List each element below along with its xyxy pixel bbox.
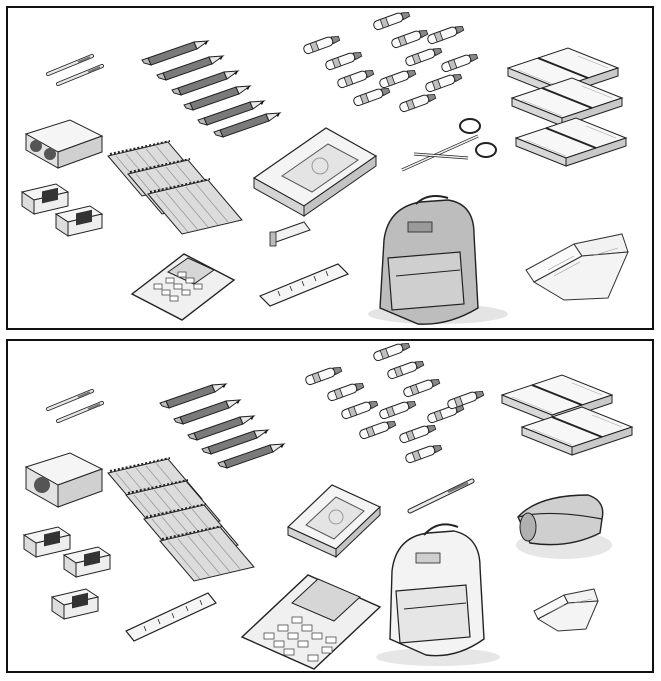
erasers-pair-icon[interactable] — [21, 183, 103, 237]
pens-pair-icon[interactable] — [46, 389, 104, 423]
book-icon[interactable] — [252, 127, 378, 217]
top-picture-panel[interactable] — [6, 6, 654, 330]
graph-paper-pads-icon[interactable] — [107, 457, 255, 582]
top-scene — [21, 9, 629, 325]
graph-paper-pads-icon[interactable] — [107, 140, 243, 235]
pen-icon[interactable] — [407, 478, 475, 514]
pencil-sharpener-icon[interactable] — [24, 119, 104, 169]
open-notebook-icon[interactable] — [533, 588, 599, 632]
bottom-scene — [23, 341, 633, 670]
calculator-icon[interactable] — [240, 574, 382, 670]
pencil-sharpener-icon[interactable] — [24, 452, 104, 508]
spiral-notebooks-stack-icon[interactable] — [507, 47, 627, 167]
backpack-icon[interactable] — [368, 195, 508, 325]
backpack-icon[interactable] — [376, 523, 500, 666]
markers-group-icon[interactable] — [302, 9, 479, 114]
pens-pair-icon[interactable] — [46, 54, 104, 86]
ruler-icon[interactable] — [258, 263, 350, 307]
open-notebook-icon[interactable] — [525, 233, 629, 301]
spiral-notebooks-stack-icon[interactable] — [501, 374, 633, 456]
ruler-icon[interactable] — [125, 592, 217, 642]
book-icon[interactable] — [286, 484, 382, 559]
pencils-group-icon[interactable] — [159, 383, 285, 469]
pencil-case-icon[interactable] — [516, 494, 612, 559]
bottom-picture-panel[interactable] — [6, 339, 654, 673]
erasers-group-icon[interactable] — [23, 526, 111, 620]
scissors-icon[interactable] — [401, 118, 497, 172]
markers-group-icon[interactable] — [304, 341, 485, 465]
pencils-group-icon[interactable] — [141, 40, 281, 138]
usb-drive-icon[interactable] — [269, 221, 311, 247]
calculator-icon[interactable] — [130, 253, 236, 321]
